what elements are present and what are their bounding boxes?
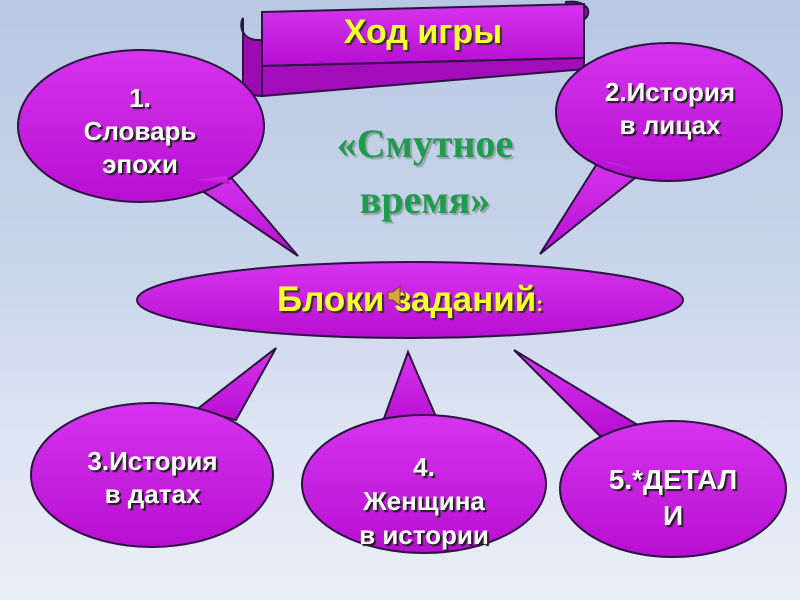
center-label-text: Блоки заданий: [277, 280, 537, 319]
subtitle-line-2: время»: [359, 177, 491, 222]
bubble-3-text: 3.История в датах: [45, 445, 260, 511]
bubble-1-line-3: эпохи: [102, 149, 178, 179]
bubble-4: [301, 349, 547, 554]
bubble-4-line-3: в истории: [359, 520, 489, 550]
bubble-2-text: 2.История в лицах: [570, 76, 770, 142]
bubble-3: [30, 347, 277, 548]
bubble-3-line-1: 3.История: [87, 446, 218, 476]
bubble-1-line-1: 1.: [129, 83, 151, 113]
bubble-4-line-2: Женщина: [363, 486, 485, 516]
bubble-4-line-1: 4.: [413, 452, 435, 482]
bubble-5-line-1: 5.*ДЕТАЛ: [608, 464, 738, 495]
bubble-3-line-2: в датах: [104, 479, 201, 509]
center-label-colon: :: [536, 294, 543, 316]
bubble-5-text: 5.*ДЕТАЛ И: [570, 462, 776, 534]
bubble-5: [513, 349, 787, 558]
bubble-5-line-2: И: [662, 500, 684, 531]
subtitle: «Смутное время»: [290, 116, 560, 228]
bubble-2-line-2: в лицах: [619, 110, 721, 140]
bubble-1-line-2: Словарь: [83, 116, 197, 146]
subtitle-line-1: «Смутное: [336, 121, 514, 166]
bubble-1-text: 1. Словарь эпохи: [40, 82, 240, 181]
bubble-1: [17, 49, 299, 257]
center-ellipse: [136, 261, 684, 339]
banner-title: Ход игры: [343, 13, 503, 51]
speaker-icon[interactable]: [386, 283, 408, 309]
center-label: Блоки заданий:: [137, 278, 683, 327]
bubble-2-line-1: 2.История: [604, 77, 736, 107]
bubble-2: [539, 42, 783, 255]
bubble-4-text: 4. Женщина в истории: [314, 450, 534, 552]
title-banner: [240, 0, 590, 98]
